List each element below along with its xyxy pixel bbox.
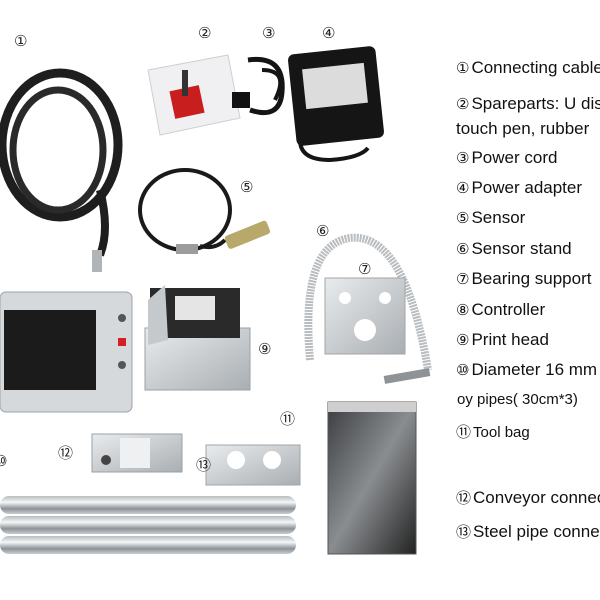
print-head-image — [144, 285, 251, 391]
marker-5: ⑤ — [240, 178, 254, 196]
marker-13: ⑬ — [196, 456, 212, 474]
marker-3: ③ — [262, 24, 276, 42]
legend-row-2-cont: touch pen, rubber — [456, 119, 590, 138]
marker-1: ① — [14, 32, 28, 50]
alloy-pipes-image — [0, 496, 296, 554]
marker-4: ④ — [322, 24, 336, 42]
marker-10: ⑩ — [0, 452, 8, 470]
connecting-cable-image — [0, 68, 123, 272]
power-cord-image — [232, 56, 285, 116]
controller-image — [0, 291, 133, 413]
tool-bag-image — [327, 401, 417, 555]
power-adapter-image — [288, 46, 384, 163]
marker-11: ⑪ — [280, 410, 296, 428]
conveyor-connector-image — [91, 433, 183, 473]
legend-row-10-cont: alloy pipes( 30cm*3) — [456, 391, 578, 408]
marker-7: ⑦ — [358, 260, 372, 278]
sensor-image — [138, 168, 271, 254]
sensor-stand-image — [304, 233, 432, 384]
marker-9: ⑨ — [258, 340, 272, 358]
marker-6: ⑥ — [316, 222, 330, 240]
marker-2: ② — [198, 24, 212, 42]
bearing-support-image — [324, 277, 406, 355]
marker-12: ⑫ — [58, 444, 74, 462]
spareparts-bag-image — [147, 54, 241, 136]
steel-pipe-connector-image — [205, 444, 301, 486]
